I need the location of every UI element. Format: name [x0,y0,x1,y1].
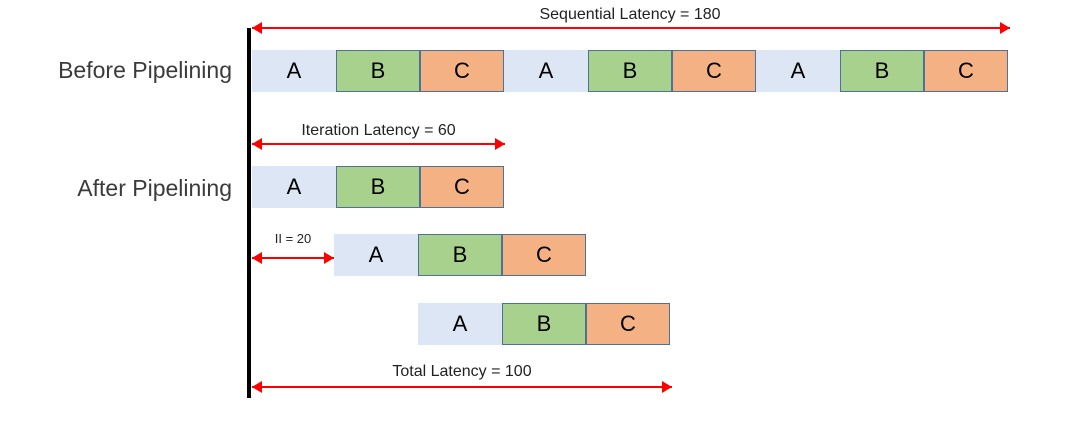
arrow-line [252,27,1010,29]
stage-block-b: B [588,50,672,92]
arrow-head-left [252,22,262,34]
arrow-head-left [252,381,262,393]
arrow-head-right [495,138,505,150]
sequential-latency-arrow [252,21,1010,35]
initiation-interval-arrow [252,251,334,265]
initiation-interval-label: II = 20 [274,231,312,246]
stage-block-a: A [418,303,502,345]
row-label-before-pipelining: Before Pipelining [58,57,232,83]
arrow-head-right [324,252,334,264]
pipelined-iteration-1: A B C [252,166,504,208]
iteration-latency-label: Iteration Latency = 60 [301,122,456,139]
total-latency-label: Total Latency = 100 [392,363,532,380]
stage-block-a: A [252,50,336,92]
stage-block-b: B [418,234,502,276]
stage-block-c: C [672,50,756,92]
stage-block-a: A [756,50,840,92]
stage-block-c: C [502,234,586,276]
iteration-latency-arrow [252,137,505,151]
time-axis [247,28,251,398]
sequential-iteration-2: A B C [504,50,756,92]
sequential-iteration-3: A B C [756,50,1008,92]
stage-block-c: C [420,166,504,208]
arrow-head-right [1000,22,1010,34]
stage-block-a: A [252,166,336,208]
stage-block-c: C [420,50,504,92]
stage-block-b: B [336,166,420,208]
stage-block-b: B [336,50,420,92]
row-label-after-pipelining: After Pipelining [77,175,232,201]
arrow-head-right [662,381,672,393]
stage-block-a: A [334,234,418,276]
pipelined-iteration-3: A B C [418,303,670,345]
sequential-latency-label: Sequential Latency = 180 [539,6,721,23]
stage-block-a: A [504,50,588,92]
pipelined-iteration-2: A B C [334,234,586,276]
stage-block-c: C [924,50,1008,92]
stage-block-c: C [586,303,670,345]
arrow-line [252,143,505,145]
total-latency-arrow [252,380,672,394]
stage-block-b: B [502,303,586,345]
arrow-head-left [252,252,262,264]
arrow-line [252,386,672,388]
stage-block-b: B [840,50,924,92]
arrow-line [252,257,334,259]
sequential-iteration-1: A B C [252,50,504,92]
arrow-head-left [252,138,262,150]
